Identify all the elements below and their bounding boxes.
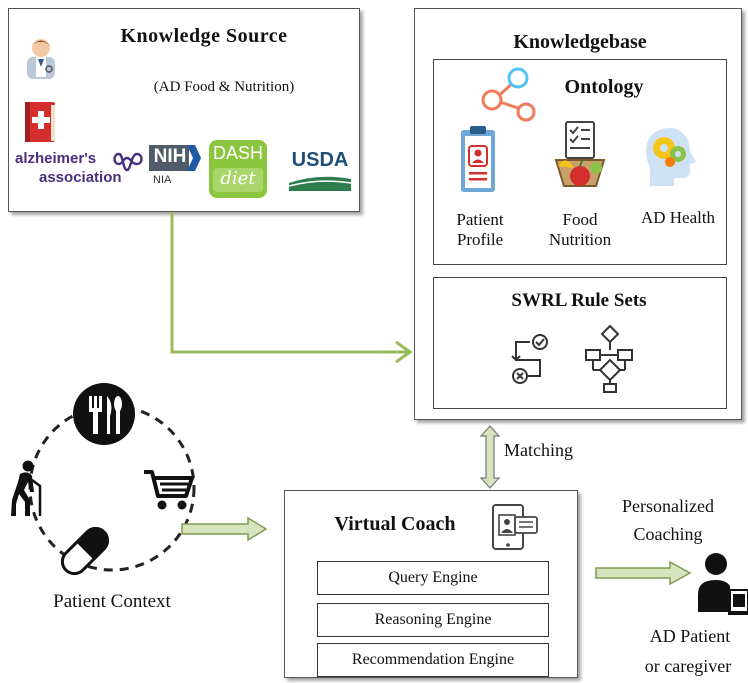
personalized-coaching-line1: Personalized xyxy=(622,496,714,516)
rule-flow-icon xyxy=(511,334,548,384)
ontology-network-icon xyxy=(481,67,536,122)
context-to-coach-arrow xyxy=(181,516,268,542)
swrl-rule-sets-box: SWRL Rule Sets xyxy=(433,277,727,409)
nih-logo: NIH NIA xyxy=(149,145,207,195)
nih-chevron-icon xyxy=(187,145,201,171)
usda-logo-text: USDA xyxy=(291,149,349,171)
recipient-line2: or caregiver xyxy=(644,656,732,676)
virtual-coach-title: Virtual Coach xyxy=(334,513,456,535)
matching-double-arrow xyxy=(479,425,501,489)
recommendation-engine: Recommendation Engine xyxy=(317,643,549,677)
nih-logo-text: NIH xyxy=(153,146,187,167)
alzheimers-association-logo: alzheimer's association xyxy=(15,150,155,200)
ontology-item-ad-health: AD Health xyxy=(640,208,716,227)
reasoning-engine: Reasoning Engine xyxy=(317,603,549,637)
ontology-title: Ontology xyxy=(564,76,644,98)
ontology-item-patient-profile-line1: Patient xyxy=(456,210,504,229)
virtual-coach-box: Virtual Coach Query Engine Reasoning Eng… xyxy=(284,490,578,678)
shopping-cart-icon xyxy=(144,470,194,510)
food-nutrition-icon xyxy=(554,121,606,187)
nia-text: NIA xyxy=(153,174,172,186)
alzheimers-logo-line1: alzheimer's xyxy=(15,150,97,167)
flowchart-icon xyxy=(585,324,633,393)
patient-at-computer-icon xyxy=(698,553,748,615)
elderly-person-icon xyxy=(11,460,42,516)
tablet-profile-icon xyxy=(492,504,538,550)
query-engine: Query Engine xyxy=(317,561,549,595)
usda-logo: USDA xyxy=(287,149,353,193)
knowledgebase-box: Knowledgebase Ontology xyxy=(414,8,742,420)
medical-book-icon xyxy=(25,102,55,142)
personalized-coaching-line2: Coaching xyxy=(633,524,703,544)
knowledgebase-title: Knowledgebase xyxy=(513,31,647,53)
pill-capsule-icon xyxy=(60,526,110,576)
doctor-icon xyxy=(27,39,55,79)
ontology-box: Ontology xyxy=(433,59,727,265)
dash-logo-text: DASH xyxy=(212,143,263,163)
ontology-item-patient-profile-line2: Profile xyxy=(456,230,504,249)
knowledge-source-title: Knowledge Source xyxy=(120,25,288,47)
dash-diet-logo: DASH diet xyxy=(209,140,267,198)
matching-label: Matching xyxy=(504,440,573,460)
ontology-item-food-nutrition-line2: Nutrition xyxy=(548,230,612,249)
ad-health-brain-icon xyxy=(645,128,696,186)
usda-landscape-icon xyxy=(288,176,352,191)
coach-to-patient-arrow xyxy=(595,560,692,586)
alzheimers-symbol-icon xyxy=(113,152,143,172)
diet-logo-text: diet xyxy=(220,168,256,189)
recipient-line1: AD Patient xyxy=(649,626,731,646)
patient-profile-icon xyxy=(461,126,495,192)
knowledge-source-box: Knowledge Source (AD Food & Nutrition) a… xyxy=(8,8,360,212)
alzheimers-logo-line2: association xyxy=(39,169,122,186)
swrl-title: SWRL Rule Sets xyxy=(511,290,647,311)
knowledge-source-subtitle: (AD Food & Nutrition) xyxy=(153,79,295,95)
patient-context-label: Patient Context xyxy=(53,591,171,612)
cutlery-icon xyxy=(73,383,135,445)
ontology-item-food-nutrition-line1: Food xyxy=(562,210,598,229)
